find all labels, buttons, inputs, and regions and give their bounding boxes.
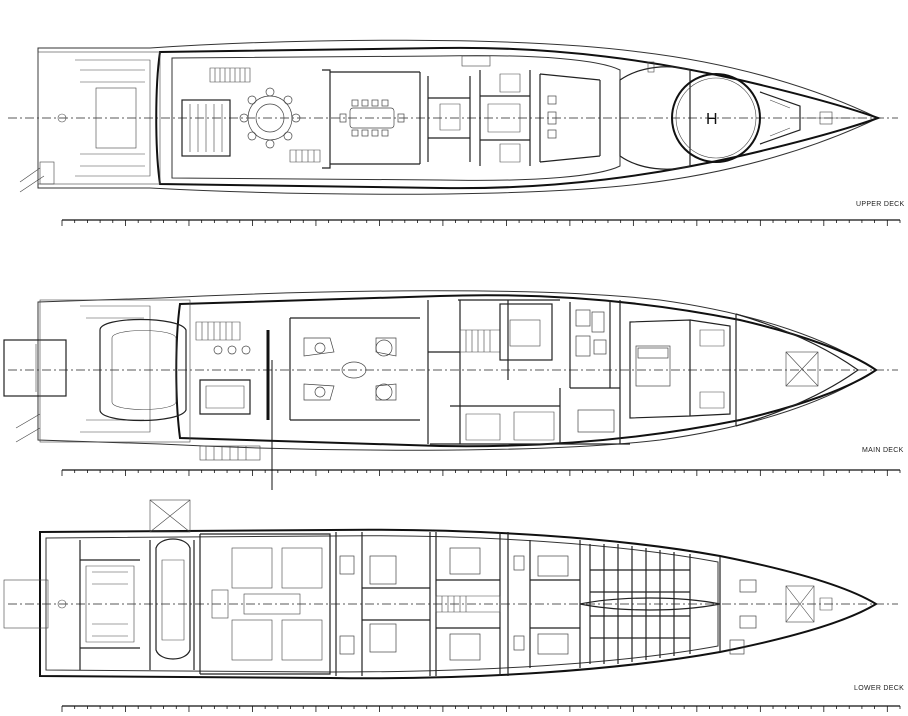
upper-deck-plan: H bbox=[8, 39, 898, 195]
main-scale-bar bbox=[61, 469, 901, 476]
svg-text:H: H bbox=[706, 111, 718, 128]
main-deck-plan bbox=[3, 290, 898, 490]
upper-scale-bar bbox=[61, 219, 901, 226]
upper-deck-label: UPPER DECK bbox=[856, 201, 905, 208]
lower-deck-label: LOWER DECK bbox=[854, 685, 904, 692]
lower-scale-bar bbox=[61, 705, 901, 712]
main-deck-label: MAIN DECK bbox=[862, 447, 904, 454]
lower-deck-plan bbox=[3, 499, 898, 680]
